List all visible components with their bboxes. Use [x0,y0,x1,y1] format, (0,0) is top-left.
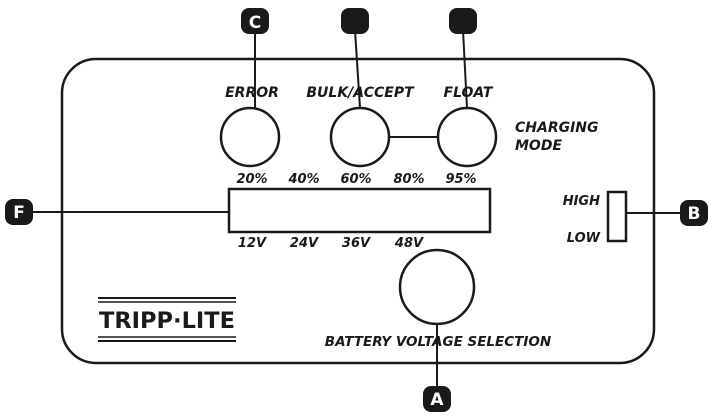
voltage-tick-label: 48V [394,236,424,251]
callout-c-badge [241,8,269,34]
callout-c: C [241,8,269,34]
tripp-lite-logo: TRIPP·LITE [98,297,236,342]
error-indicator-led [219,106,281,168]
leader-line-float [462,29,468,109]
callout-blank-float [449,8,477,34]
percent-tick-label: 80% [393,172,424,187]
charging-mode-label-line2: MODE [515,138,562,154]
callout-b: B [680,200,708,226]
callout-a-badge [423,386,451,412]
charging-mode-label-line1: CHARGING [515,120,599,136]
percent-tick-label: 95% [445,172,476,187]
callout-c-label: C [249,13,261,33]
display-window [227,187,492,234]
callout-a-label: A [430,390,444,410]
tripp-lite-wordmark: TRIPP·LITE [99,309,235,334]
percent-tick-label: 20% [236,172,267,187]
battery-voltage-selection-knob[interactable] [398,248,476,326]
switch-low-label: LOW [567,231,601,246]
callout-b-badge [680,200,708,226]
high-low-switch[interactable] [606,190,628,243]
percent-tick-label: 60% [340,172,371,187]
callout-f: F [5,199,33,225]
leader-line-bulk [354,29,361,109]
error-label: ERROR [225,85,279,101]
voltage-tick-label: 36V [342,236,371,251]
callout-a: A [423,386,451,412]
callout-blank-bulk [341,8,369,34]
float-label: FLOAT [444,85,494,101]
callout-b-label: B [688,204,701,224]
callout-f-label: F [13,203,25,223]
switch-high-label: HIGH [563,194,600,209]
battery-voltage-selection-label: BATTERY VOLTAGE SELECTION [325,334,552,350]
bulk-accept-indicator-led [329,106,391,168]
voltage-tick-label: 24V [290,236,319,251]
callout-f-badge [5,199,33,225]
float-indicator-led [436,106,498,168]
voltage-tick-label: 12V [238,236,267,251]
bulk-accept-label: BULK/ACCEPT [306,85,415,101]
percent-tick-label: 40% [287,172,319,187]
